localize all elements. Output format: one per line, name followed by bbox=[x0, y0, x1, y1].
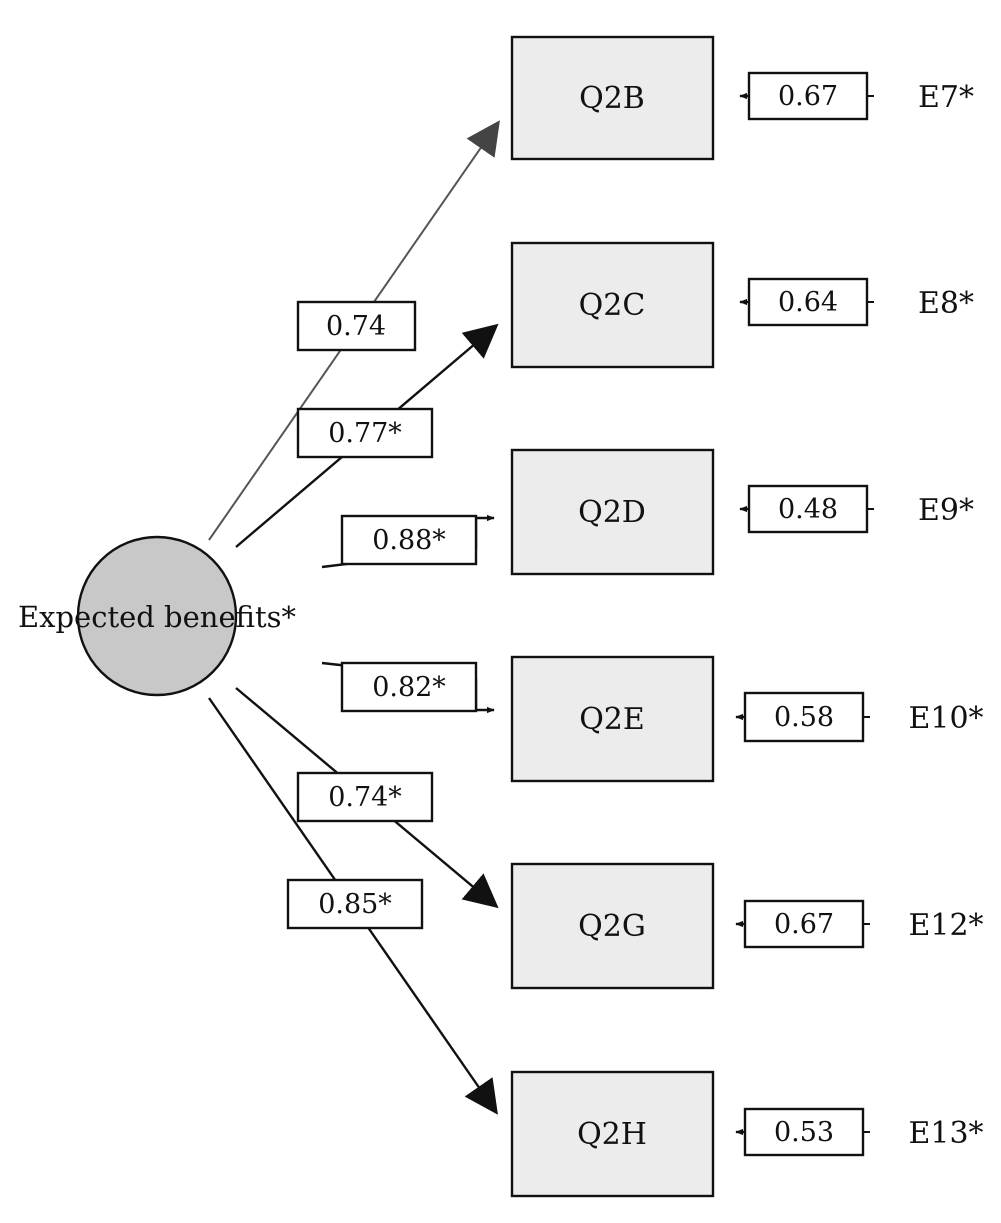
residual-q2e: 0.58 bbox=[735, 691, 870, 743]
factor-label: Expected benefits* bbox=[18, 600, 297, 634]
residual-q2h: 0.53 bbox=[735, 1107, 870, 1157]
svg-text:Q2E: Q2E bbox=[579, 702, 645, 737]
factor-circle bbox=[76, 535, 238, 697]
residual-q2c: 0.64 bbox=[739, 277, 874, 327]
svg-text:0.58: 0.58 bbox=[774, 702, 834, 733]
svg-text:Q2C: Q2C bbox=[579, 288, 646, 323]
svg-text:0.48: 0.48 bbox=[778, 494, 838, 525]
svg-text:Q2B: Q2B bbox=[579, 81, 645, 116]
svg-text:0.64: 0.64 bbox=[778, 287, 838, 318]
indicator-q2d: Q2D bbox=[510, 448, 715, 576]
error-label-e13: E13* bbox=[908, 1116, 983, 1151]
indicator-q2c: Q2C bbox=[510, 241, 715, 369]
loading-label-q2h: 0.85* bbox=[286, 878, 424, 930]
loading-labels: 0.74 0.77* 0.88* 0.82* 0.74* 0.85* bbox=[286, 300, 478, 930]
loading-label-q2e: 0.82* bbox=[340, 661, 478, 713]
loading-label-q2c: 0.77* bbox=[296, 407, 434, 459]
residual-q2g: 0.67 bbox=[735, 899, 870, 949]
svg-text:Q2D: Q2D bbox=[578, 495, 646, 530]
svg-text:0.88*: 0.88* bbox=[372, 525, 446, 556]
svg-text:Q2H: Q2H bbox=[577, 1117, 647, 1152]
loading-label-q2b: 0.74 bbox=[296, 300, 417, 352]
latent-factor: Expected benefits* bbox=[18, 535, 297, 697]
error-label-e8: E8* bbox=[918, 286, 974, 321]
error-label-e10: E10* bbox=[908, 701, 983, 736]
loading-label-q2g: 0.74* bbox=[296, 771, 434, 823]
indicator-boxes: Q2B Q2C Q2D Q2E Q2G Q2H bbox=[510, 35, 715, 1198]
residual-q2b: 0.67 bbox=[739, 71, 874, 121]
svg-text:0.85*: 0.85* bbox=[318, 889, 392, 920]
residual-q2d: 0.48 bbox=[739, 484, 874, 534]
error-label-e7: E7* bbox=[918, 80, 974, 115]
indicator-q2h: Q2H bbox=[510, 1070, 715, 1198]
indicator-q2g: Q2G bbox=[510, 862, 715, 990]
error-labels: E7* E8* E9* E10* E12* E13* bbox=[908, 80, 983, 1151]
svg-text:Q2G: Q2G bbox=[578, 909, 646, 944]
svg-text:0.77*: 0.77* bbox=[328, 418, 402, 449]
loading-label-q2d: 0.88* bbox=[340, 514, 478, 566]
error-label-e12: E12* bbox=[908, 908, 983, 943]
error-label-e9: E9* bbox=[918, 493, 974, 528]
indicator-q2b: Q2B bbox=[510, 35, 715, 161]
residuals: 0.67 0.64 0.48 0.58 0.67 bbox=[735, 71, 874, 1157]
svg-text:0.53: 0.53 bbox=[774, 1117, 834, 1148]
svg-text:0.67: 0.67 bbox=[774, 909, 834, 940]
svg-text:0.82*: 0.82* bbox=[372, 672, 446, 703]
svg-text:0.74: 0.74 bbox=[326, 311, 386, 342]
svg-text:0.74*: 0.74* bbox=[328, 782, 402, 813]
indicator-q2e: Q2E bbox=[510, 655, 715, 783]
svg-text:0.67: 0.67 bbox=[778, 81, 838, 112]
